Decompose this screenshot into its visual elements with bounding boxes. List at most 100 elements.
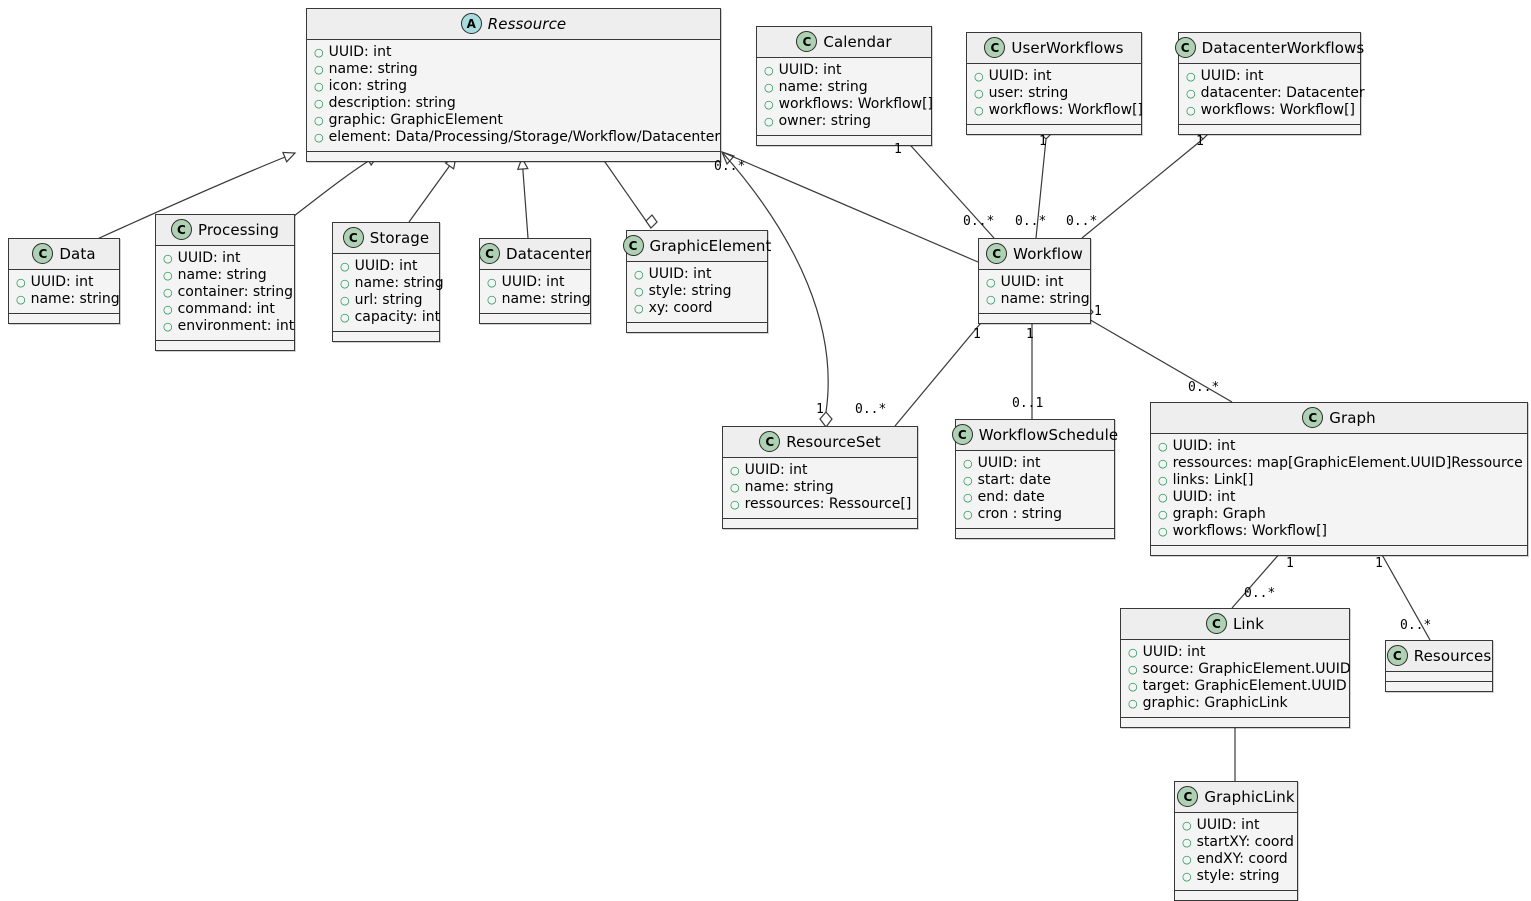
method-compartment-data — [9, 314, 119, 323]
attribute-row: ○ source: GraphicElement.UUID — [1128, 661, 1351, 678]
attribute-row: ○name: string — [986, 291, 1090, 308]
attribute-text: UUID: int — [328, 44, 392, 60]
attribute-text: target: GraphicElement.UUID — [1142, 678, 1347, 694]
attribute-row: ○name: string — [163, 267, 288, 284]
attribute-row: ○name: string — [487, 291, 591, 308]
attribute-text: name: string — [778, 79, 868, 95]
attribute-text: name: string — [1000, 291, 1090, 307]
attribute-row: ○owner: string — [764, 113, 925, 130]
attribute-text: links: Link[] — [1172, 472, 1254, 488]
attribute-text: UUID: int — [977, 455, 1041, 471]
attribute-row: ○startXY: coord — [1182, 834, 1294, 851]
attribute-compartment-datacenter: ○UUID: int○name: string — [480, 270, 591, 314]
attribute-row: ○UUID: int — [487, 274, 584, 291]
visibility-public-icon: ○ — [16, 293, 26, 306]
attribute-text: UUID: int — [988, 68, 1052, 84]
multiplicity-label-m-datacenterworkflows-workflow: 1 — [1196, 134, 1204, 149]
visibility-public-icon: ○ — [963, 474, 973, 487]
class-name-datacenterworkflows: DatacenterWorkflows — [1201, 38, 1365, 57]
visibility-public-icon: ○ — [1128, 646, 1138, 659]
attribute-row: ○style: string — [1182, 868, 1291, 885]
attribute-compartment-workflow: ○UUID: int○name: string — [979, 270, 1090, 314]
attribute-compartment-link: ○UUID: int○source: GraphicElement.UUID○t… — [1121, 640, 1351, 718]
method-compartment-link — [1121, 718, 1349, 727]
attribute-row: ○workflows: Workflow[] — [1158, 523, 1521, 540]
attribute-row: ○endXY: coord — [1182, 851, 1291, 868]
visibility-public-icon: ○ — [1128, 663, 1138, 676]
class-name-storage: Storage — [369, 228, 430, 247]
attribute-text: container: string — [177, 284, 294, 300]
multiplicity-label-m-graph-workflow: 0..* — [1188, 380, 1220, 395]
attribute-row: ○UUID: int — [1182, 817, 1291, 834]
multiplicity-label-m-schedule-workflow: 0..1 — [1012, 396, 1044, 411]
attribute-row: ○UUID: int — [730, 462, 911, 479]
attribute-text: UUID: int — [744, 462, 808, 478]
attribute-text: ressources: Ressource[] — [744, 496, 912, 512]
attribute-row: ○datacenter: Datacenter — [1186, 85, 1365, 102]
method-compartment-workflowschedule — [956, 529, 1114, 538]
attribute-text: name: string — [354, 275, 444, 291]
multiplicity-label-m-calendar-workflow: 1 — [894, 142, 902, 157]
visibility-public-icon: ○ — [1128, 697, 1138, 710]
visibility-public-icon: ○ — [340, 260, 350, 273]
attribute-row: ○cron : string — [963, 506, 1108, 523]
class-icon: C — [622, 235, 644, 256]
attribute-row: ○workflows: Workflow[] — [974, 102, 1143, 119]
method-compartment-datacenter — [480, 314, 590, 323]
attribute-text: source: GraphicElement.UUID — [1142, 661, 1351, 677]
multiplicity-label-m-workflow-schedule: 1 — [1026, 327, 1034, 342]
attribute-compartment-datacenterworkflows: ○UUID: int○datacenter: Datacenter○workfl… — [1179, 64, 1365, 125]
attribute-row: ○UUID: int — [163, 250, 288, 267]
attribute-row: ○container: string — [163, 284, 293, 301]
attribute-row: ○end: date — [963, 489, 1108, 506]
visibility-public-icon: ○ — [963, 508, 973, 521]
visibility-public-icon: ○ — [974, 104, 984, 117]
attribute-compartment-resources — [1386, 672, 1492, 682]
attribute-row: ○name: string — [730, 479, 911, 496]
attribute-text: owner: string — [778, 113, 871, 129]
visibility-public-icon: ○ — [764, 81, 774, 94]
visibility-public-icon: ○ — [340, 294, 350, 307]
attribute-compartment-graphicelement: ○UUID: int○style: string○xy: coord — [627, 262, 767, 323]
attribute-text: endXY: coord — [1196, 851, 1288, 867]
method-compartment-processing — [156, 341, 294, 350]
class-name-workflow: Workflow — [1013, 244, 1083, 263]
visibility-public-icon: ○ — [963, 457, 973, 470]
class-icon: C — [170, 219, 192, 240]
class-name-link: Link — [1232, 614, 1265, 633]
attribute-text: startXY: coord — [1196, 834, 1294, 850]
attribute-row: ○icon: string — [314, 78, 714, 95]
method-compartment-calendar — [757, 136, 931, 145]
multiplicity-label-m-workflow-graph: 1 — [1094, 304, 1102, 319]
multiplicity-label-m-resourceset-ressource: 1 — [816, 402, 824, 417]
visibility-public-icon: ○ — [764, 98, 774, 111]
class-icon: C — [951, 424, 973, 445]
class-name-graphiclink: GraphicLink — [1204, 787, 1295, 806]
class-icon: C — [478, 243, 500, 264]
visibility-public-icon: ○ — [634, 268, 644, 281]
method-compartment-storage — [333, 332, 439, 341]
visibility-public-icon: ○ — [1186, 70, 1196, 83]
attribute-text: description: string — [328, 95, 456, 111]
